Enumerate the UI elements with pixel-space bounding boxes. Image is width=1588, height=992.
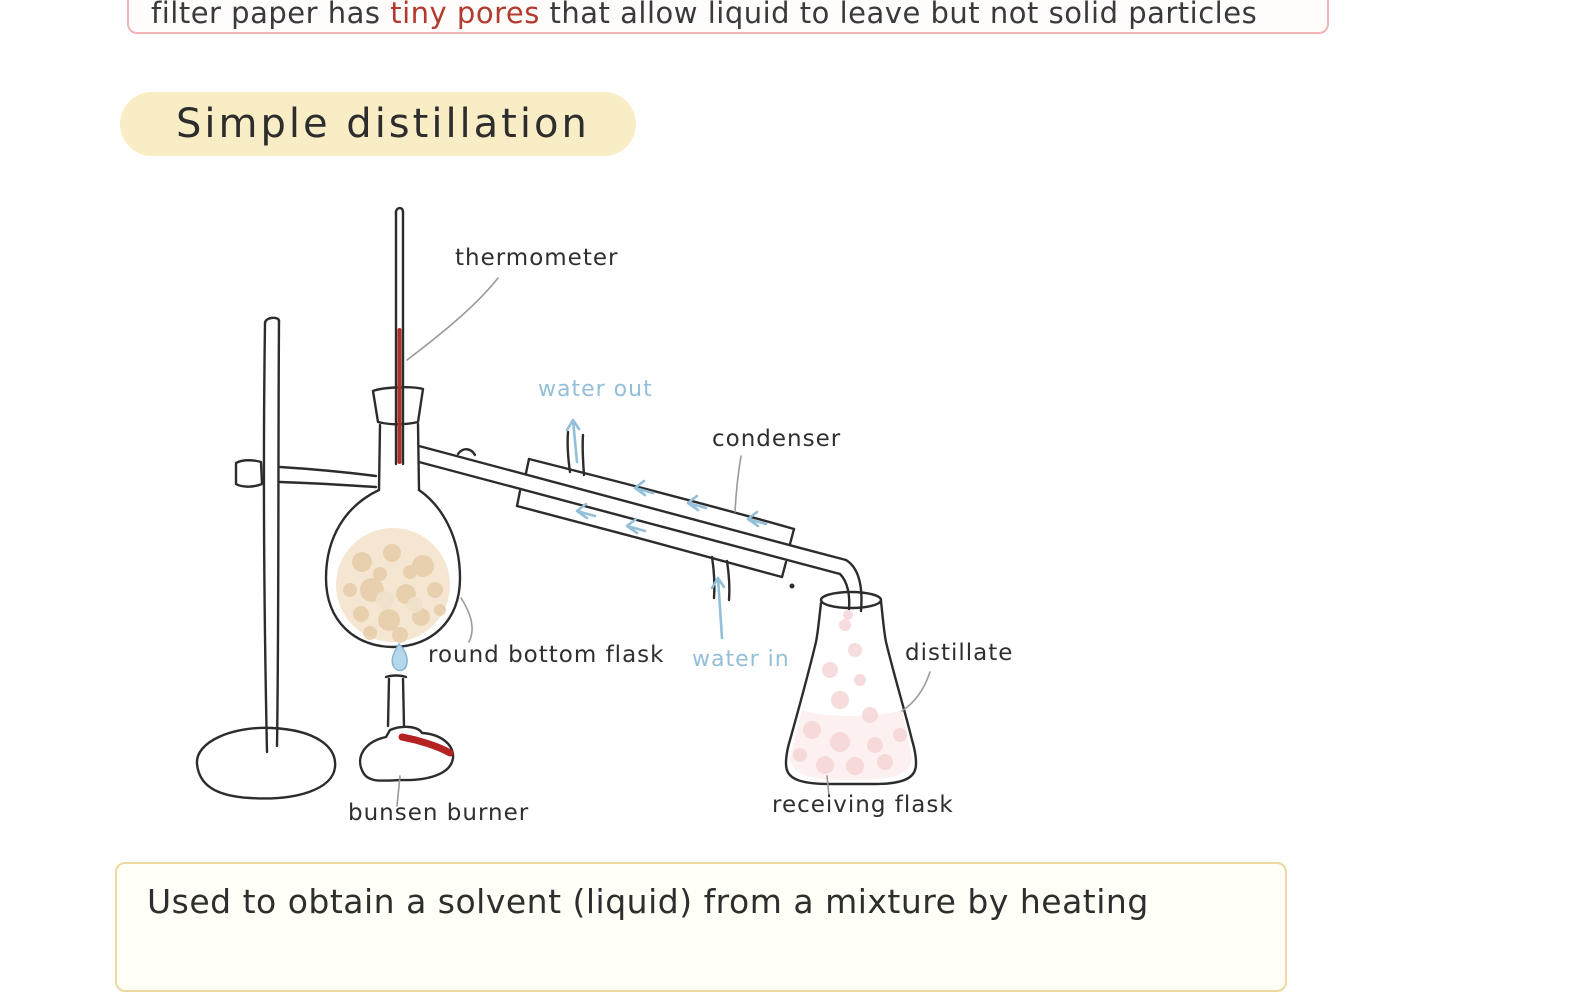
notes-page: { "top_note": { "part1": "filter paper h… [115, 0, 1329, 992]
delivery-tube [417, 444, 863, 613]
label-condenser: condenser [712, 426, 841, 452]
retort-stand [195, 316, 378, 800]
label-round-bottom-flask: round bottom flask [428, 642, 664, 668]
pointer-lines [396, 277, 931, 807]
usage-note: Used to obtain a solvent (liquid) from a… [115, 862, 1287, 992]
distillate-liquid [790, 610, 912, 780]
burner-base [358, 725, 455, 782]
flask-mouth [819, 590, 883, 610]
section-title-pill: Simple distillation [120, 92, 636, 156]
clamp-knob [234, 459, 264, 488]
label-water-in: water in [692, 647, 790, 672]
bunsen-burner [358, 642, 455, 782]
water-in-port [710, 555, 716, 600]
water-out-port [566, 430, 572, 474]
usage-note-text: Used to obtain a solvent (liquid) from a… [147, 882, 1149, 921]
filtration-note: filter paper has tiny pores that allow l… [127, 0, 1329, 34]
label-distillate: distillate [905, 640, 1013, 666]
filtration-note-segment: that allow liquid to leave but not solid… [539, 0, 1258, 30]
label-bunsen-burner: bunsen burner [348, 800, 529, 826]
mixture-liquid [336, 528, 450, 643]
filtration-note-text: filter paper has tiny pores that allow l… [151, 0, 1257, 30]
section-title: Simple distillation [176, 101, 590, 147]
filtration-note-segment: filter paper has [151, 0, 391, 30]
filtration-note-segment-highlight: tiny pores [390, 0, 540, 30]
water-flow-arrows [575, 479, 768, 535]
clamp-arm [278, 465, 378, 478]
ink-dot [789, 583, 795, 589]
label-thermometer: thermometer [455, 245, 618, 271]
receiving-flask [784, 583, 918, 786]
water-in-arrow [710, 576, 726, 640]
thermometer [394, 206, 405, 466]
condenser [515, 418, 796, 640]
gas-hose [398, 733, 454, 757]
stand-base [195, 726, 337, 800]
label-receiving-flask: receiving flask [772, 792, 954, 818]
water-out-arrow [565, 418, 581, 464]
distillation-diagram: thermometer water out condenser round bo… [195, 206, 1013, 826]
flame [391, 642, 408, 672]
label-water-out: water out [538, 377, 653, 402]
round-bottom-flask [324, 386, 462, 649]
